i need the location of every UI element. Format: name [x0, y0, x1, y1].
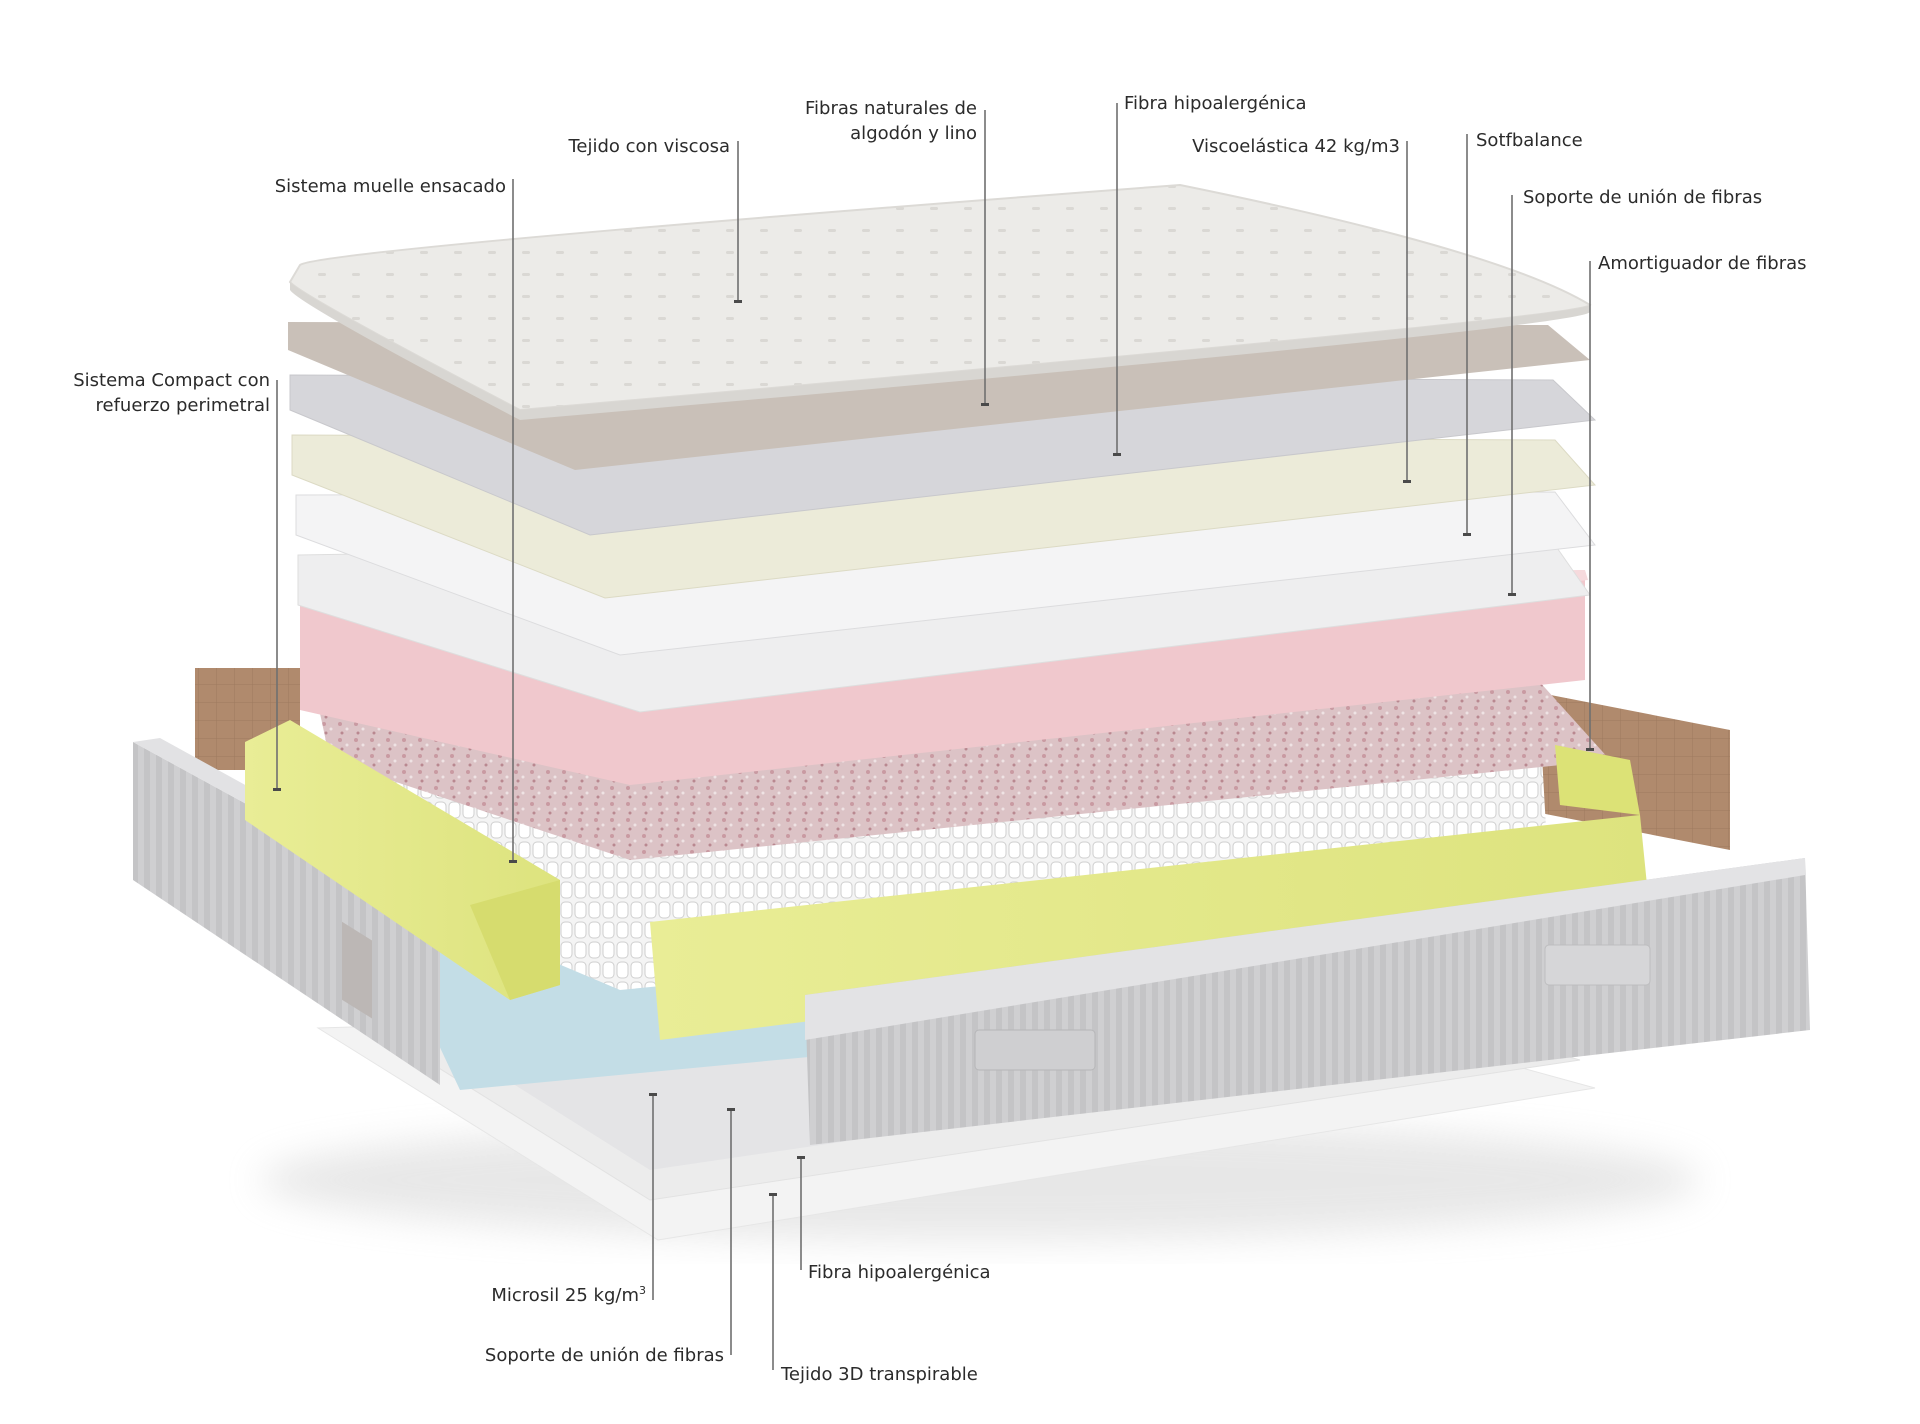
label-fibra-hipo-bottom: Fibra hipoalergénica	[808, 1262, 991, 1283]
label-tejido-viscosa: Tejido con viscosa	[568, 136, 730, 157]
label-sistema-compact-line2: refuerzo perimetral	[95, 395, 270, 416]
label-sotfbalance: Sotfbalance	[1476, 130, 1583, 151]
label-fibra-hipo-top: Fibra hipoalergénica	[1124, 93, 1307, 114]
label-microsil-text: Microsil 25 kg/m	[491, 1285, 639, 1306]
brand-logo-icon	[974, 1029, 1096, 1071]
compact-frame-right	[1555, 745, 1640, 815]
leader-lines	[276, 103, 1591, 1370]
label-fibras-naturales-line2: algodón y lino	[850, 123, 977, 144]
label-amortiguador: Amortiguador de fibras	[1598, 253, 1807, 274]
label-sistema-compact-line1: Sistema Compact con	[73, 370, 270, 391]
compact-frame-left-end	[470, 880, 560, 1000]
label-microsil-sup: 3	[639, 1284, 646, 1297]
label-fibras-naturales-line1: Fibras naturales de	[804, 98, 977, 119]
label-tejido-3d: Tejido 3D transpirable	[781, 1364, 978, 1385]
label-soporte-union-top: Soporte de unión de fibras	[1523, 187, 1763, 208]
side-panel-front-top	[805, 858, 1805, 1040]
side-panel-front	[805, 858, 1810, 1145]
brand-logo-icon	[342, 921, 372, 1019]
label-viscoelastica: Viscoelástica 42 kg/m3	[1192, 136, 1400, 157]
brand-logo-icon	[1544, 944, 1651, 986]
label-sistema-compact: Sistema Compact con refuerzo perimetral	[40, 368, 270, 418]
label-fibras-naturales: Fibras naturales de algodón y lino	[760, 96, 977, 146]
label-microsil: Microsil 25 kg/m3	[430, 1283, 646, 1308]
label-sistema-muelle: Sistema muelle ensacado	[274, 176, 506, 197]
label-soporte-union-bottom: Soporte de unión de fibras	[484, 1345, 724, 1366]
leader-dots	[273, 300, 1594, 1196]
